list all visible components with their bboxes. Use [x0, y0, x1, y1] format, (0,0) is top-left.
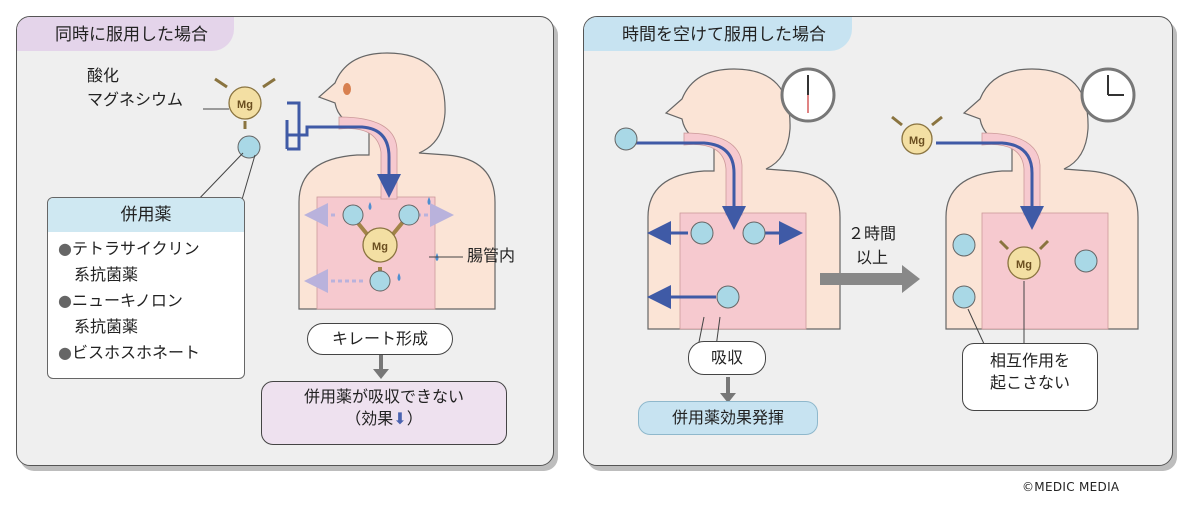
- right-panel-interval: 時間を空けて服用した場合 Mg: [583, 16, 1173, 466]
- absorption-failure-box: 併用薬が吸収できない （効果⬇）: [261, 381, 507, 445]
- chelate-formation-label: キレート形成: [307, 323, 453, 355]
- drug-item: ●ニューキノロン: [58, 291, 183, 310]
- copyright-label: ©MEDIC MEDIA: [1022, 480, 1120, 494]
- down-arrow-icon: ⬇: [393, 409, 407, 428]
- svg-text:Mg: Mg: [909, 135, 925, 147]
- no-interaction-line2: 起こさない: [989, 373, 1070, 392]
- drug-effect-label: 併用薬効果発揮: [638, 401, 818, 435]
- intestine-label: 腸管内: [467, 246, 516, 265]
- interval-label-line2: 以上: [855, 248, 888, 267]
- interval-label-line1: ２時間: [847, 224, 896, 243]
- co-drug-box: 併用薬 ●テトラサイクリン 系抗菌薬 ●ニューキノロン 系抗菌薬 ●ビスホスホネ…: [47, 197, 245, 379]
- drug-item-cont: 系抗菌薬: [74, 265, 139, 284]
- svg-text:Mg: Mg: [1016, 259, 1032, 271]
- drug-item: ●ビスホスホネート: [58, 343, 200, 362]
- magnesium-label-line1: 酸化: [87, 66, 120, 85]
- no-interaction-box: 相互作用を 起こさない: [962, 343, 1098, 411]
- right-panel-title: 時間を空けて服用した場合: [584, 17, 852, 51]
- svg-text:Mg: Mg: [372, 241, 388, 253]
- left-panel-title: 同時に服用した場合: [17, 17, 234, 51]
- left-panel-simultaneous: 同時に服用した場合 Mg: [16, 16, 554, 466]
- result-line2: （効果⬇）: [345, 409, 423, 428]
- drug-item: ●テトラサイクリン: [58, 239, 200, 258]
- drug-item-cont: 系抗菌薬: [74, 317, 139, 336]
- co-drug-header: 併用薬: [48, 198, 244, 232]
- svg-text:Mg: Mg: [237, 99, 253, 111]
- magnesium-label-line2: マグネシウム: [87, 90, 184, 109]
- absorption-label: 吸収: [688, 341, 766, 375]
- left-illustration: Mg Mg: [194, 52, 496, 379]
- right-illustration: Mg Mg: [614, 67, 1139, 403]
- no-interaction-line1: 相互作用を: [989, 351, 1070, 370]
- ingestion-path: [285, 120, 389, 189]
- result-line1: 併用薬が吸収できない: [303, 387, 464, 406]
